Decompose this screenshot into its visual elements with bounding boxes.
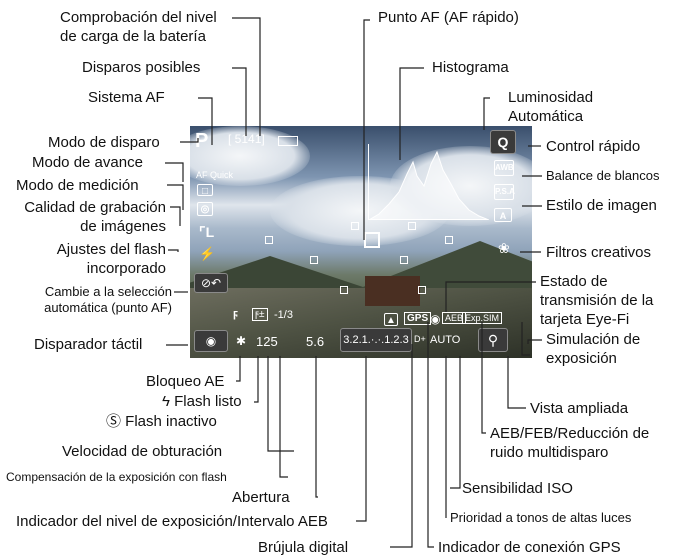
label-compass: Brújula digital	[258, 539, 349, 556]
aperture: 5.6	[306, 334, 325, 349]
flash-settings-icon: ⚡	[199, 246, 216, 261]
label-af-system: Sistema AF	[88, 89, 165, 106]
touch-shutter-button[interactable]: ◉	[194, 330, 228, 352]
histogram	[367, 144, 490, 221]
label-htp: Prioridad a tonos de altas luces	[450, 510, 632, 525]
label-white-balance: Balance de blancos	[546, 168, 660, 183]
af-point	[418, 286, 426, 294]
quality-icon: ⌜L	[199, 224, 215, 240]
label-magnify: Vista ampliada	[530, 400, 629, 417]
label-flash-ready: ϟ Flash listo	[162, 393, 242, 410]
flash-comp-icon: ϝ±	[252, 308, 268, 321]
battery-icon	[278, 136, 298, 146]
shutter-speed: 125	[256, 334, 278, 349]
picture-style-icon: P.S.A	[494, 184, 515, 200]
label-iso: Sensibilidad ISO	[462, 480, 573, 497]
label-eyefi: Estado de transmisión de la tarjeta Eye-…	[540, 273, 654, 328]
auto-lighting-icon: A	[494, 208, 512, 222]
white-balance-icon: AWB	[494, 160, 514, 176]
label-touch-shutter: Disparador táctil	[34, 336, 143, 353]
label-aeb: AEB/FEB/Reducción de ruido multidisparo	[490, 425, 650, 461]
creative-filter-icon: ❀	[498, 240, 510, 256]
barn	[365, 276, 420, 306]
label-shoot-mode: Modo de disparo	[48, 134, 160, 151]
magnify-button[interactable]: ⚲	[478, 328, 508, 352]
label-ae-lock: Bloqueo AE	[146, 373, 225, 390]
label-metering: Modo de medición	[16, 177, 139, 194]
drive-mode-icon: □	[197, 184, 213, 197]
af-mode: AF Quick	[196, 170, 234, 180]
label-creative-filters: Filtros creativos	[546, 244, 652, 261]
gps-indicator: GPS	[404, 312, 432, 325]
af-point	[408, 222, 416, 230]
af-point	[340, 286, 348, 294]
eyefi-icon: ◉	[430, 312, 441, 326]
exp-sim-icon: Exp.SIM	[462, 312, 503, 324]
quick-control-button[interactable]: Q	[490, 130, 516, 154]
ae-lock-icon: ✱	[236, 334, 247, 348]
label-shutter: Velocidad de obturación	[62, 443, 223, 460]
histogram-curve	[367, 150, 490, 221]
label-shots: Disparos posibles	[82, 59, 201, 76]
iso-value: AUTO	[430, 334, 461, 346]
htp-icon: D+	[414, 334, 426, 344]
shots-remaining: [ 5141]	[228, 132, 265, 146]
label-change-selection: Cambie a la selección automática (punto …	[44, 284, 172, 315]
compass-icon: ▲	[384, 313, 398, 326]
label-auto-lighting: Luminosidad Automática	[508, 89, 594, 125]
af-point	[351, 222, 359, 230]
label-quick-control: Control rápido	[546, 138, 641, 155]
af-select-change-button[interactable]: ⊘↶	[194, 273, 228, 293]
shooting-mode: P	[195, 130, 209, 152]
label-aperture: Abertura	[232, 489, 290, 506]
label-af-point: Punto AF (AF rápido)	[378, 9, 519, 26]
label-battery: Comprobación del nivel de carga de la ba…	[60, 9, 217, 45]
label-flash-off: Ⓢ Flash inactivo	[106, 413, 217, 430]
label-gps: Indicador de conexión GPS	[438, 539, 621, 556]
metering-icon: ◎	[197, 202, 213, 216]
label-picture-style: Estilo de imagen	[546, 197, 657, 214]
flash-comp-value: -1/3	[274, 309, 293, 321]
label-drive: Modo de avance	[32, 154, 143, 171]
af-point	[265, 236, 273, 244]
af-point	[400, 256, 408, 264]
af-point	[445, 236, 453, 244]
label-exposure-level: Indicador del nivel de exposición/Interv…	[16, 513, 328, 530]
live-view-screen: P AF Quick [ 5141] □ ◎ ⌜L ⚡ ⊘↶ ◉ ✱ ϝ ϝ± …	[190, 126, 532, 358]
label-histogram: Histograma	[432, 59, 509, 76]
af-point-selected	[364, 232, 380, 248]
exposure-level-indicator: 3.2.1.·.·.1.2.3	[340, 328, 412, 352]
label-exp-sim: Simulación de exposición	[546, 331, 641, 367]
aeb-icon: AEB	[442, 312, 467, 324]
af-point	[310, 256, 318, 264]
label-flash-settings: Ajustes del flash incorporado	[56, 241, 166, 277]
flash-ready-icon: ϝ	[233, 308, 238, 320]
label-quality: Calidad de grabación de imágenes	[24, 199, 166, 235]
label-flash-comp: Compensación de la exposición con flash	[6, 470, 227, 484]
